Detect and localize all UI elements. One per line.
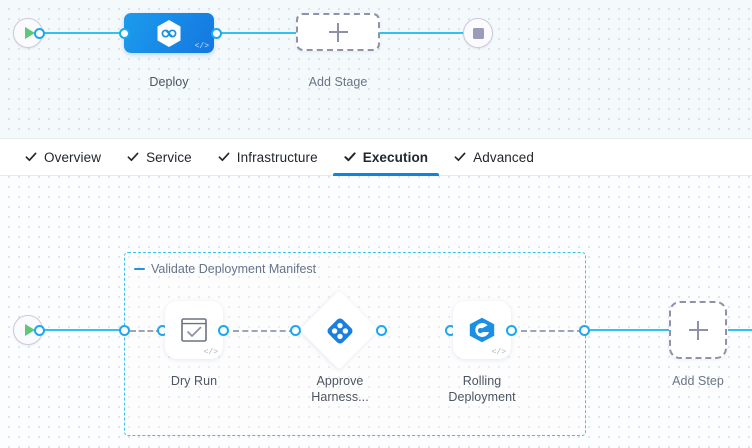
tab-service-label: Service [146, 149, 192, 165]
add-stage-button[interactable] [296, 13, 380, 51]
pipeline-end-node[interactable] [463, 18, 493, 48]
connector-dryrun-to-approve [233, 330, 295, 332]
step-group-title: Validate Deployment Manifest [151, 262, 317, 276]
tab-overview[interactable]: Overview [12, 139, 114, 175]
connector-deploy-to-addstage [216, 32, 301, 34]
step-label-approve-harness: Approve Harness... [290, 373, 390, 405]
kubernetes-rolling-icon [469, 317, 495, 343]
connector-addstage-to-end [376, 32, 470, 34]
tab-execution[interactable]: Execution [331, 139, 441, 176]
shell-script-check-icon [181, 318, 207, 342]
step-node-rolling-deployment[interactable]: </> [453, 301, 511, 359]
connector-addstep-to-next [728, 329, 752, 331]
harness-approval-icon [327, 318, 353, 344]
plus-icon [328, 22, 348, 42]
port-group-in[interactable] [119, 324, 130, 336]
tab-infrastructure-label: Infrastructure [236, 149, 318, 165]
connector-start-to-deploy [37, 32, 127, 34]
connector-rolling-to-group-out [521, 330, 583, 332]
port-dryrun-out[interactable] [218, 324, 229, 336]
step-group-header[interactable]: Validate Deployment Manifest [134, 262, 316, 276]
step-label-approve-line1: Approve [316, 374, 364, 388]
stage-node-deploy[interactable]: </> [124, 13, 214, 53]
step-label-rolling-deployment: Rolling Deployment [432, 373, 532, 405]
check-icon [344, 152, 356, 162]
tab-advanced[interactable]: Advanced [441, 139, 547, 175]
port-approve-out[interactable] [376, 324, 387, 336]
step-label-dry-run: Dry Run [170, 374, 218, 388]
step-label-rolling-line2: Deployment [448, 390, 516, 404]
plus-icon [688, 320, 708, 340]
approve-icon-wrap [325, 316, 355, 346]
tab-execution-label: Execution [362, 149, 429, 165]
stage-config-tabs: Overview Service Infrastructure Executio… [0, 138, 752, 176]
port-deploy-in[interactable] [118, 27, 130, 39]
connector-start-to-group [37, 329, 125, 331]
play-icon [24, 324, 35, 336]
connector-group-to-addstep [590, 329, 670, 331]
play-icon [24, 27, 35, 39]
tab-overview-label: Overview [44, 149, 102, 165]
rolling-code-badge: </> [491, 348, 506, 357]
tab-advanced-label: Advanced [473, 149, 534, 165]
tab-service[interactable]: Service [114, 139, 205, 175]
port-exec-start-out[interactable] [34, 324, 45, 336]
collapse-minus-icon[interactable] [134, 267, 145, 271]
harness-cd-hexagon-icon [157, 19, 181, 47]
add-stage-label: Add Stage [308, 75, 368, 89]
stage-code-badge: </> [194, 42, 209, 51]
port-deploy-out[interactable] [210, 27, 222, 39]
dry-run-code-badge: </> [203, 348, 218, 357]
step-label-approve-line2: Harness... [311, 390, 369, 404]
check-icon [127, 152, 139, 162]
tab-infrastructure[interactable]: Infrastructure [205, 139, 331, 175]
port-group-out[interactable] [579, 324, 590, 336]
add-step-button[interactable] [669, 301, 727, 359]
port-start-out[interactable] [34, 27, 45, 39]
check-icon [218, 152, 230, 162]
execution-graph-canvas[interactable]: Validate Deployment Manifest </> Dry R [0, 176, 752, 448]
stage-label-deploy: Deploy [149, 75, 189, 89]
stop-icon [472, 27, 484, 39]
add-step-label: Add Step [672, 374, 724, 388]
step-label-rolling-line1: Rolling [462, 374, 502, 388]
connector-group-in-to-dryrun [130, 330, 162, 332]
check-icon [454, 152, 466, 162]
step-node-dry-run[interactable]: </> [165, 301, 223, 359]
check-icon [25, 152, 37, 162]
stage-graph-canvas[interactable]: </> Deploy Add Stage [0, 0, 752, 138]
port-rolling-out[interactable] [506, 324, 517, 336]
